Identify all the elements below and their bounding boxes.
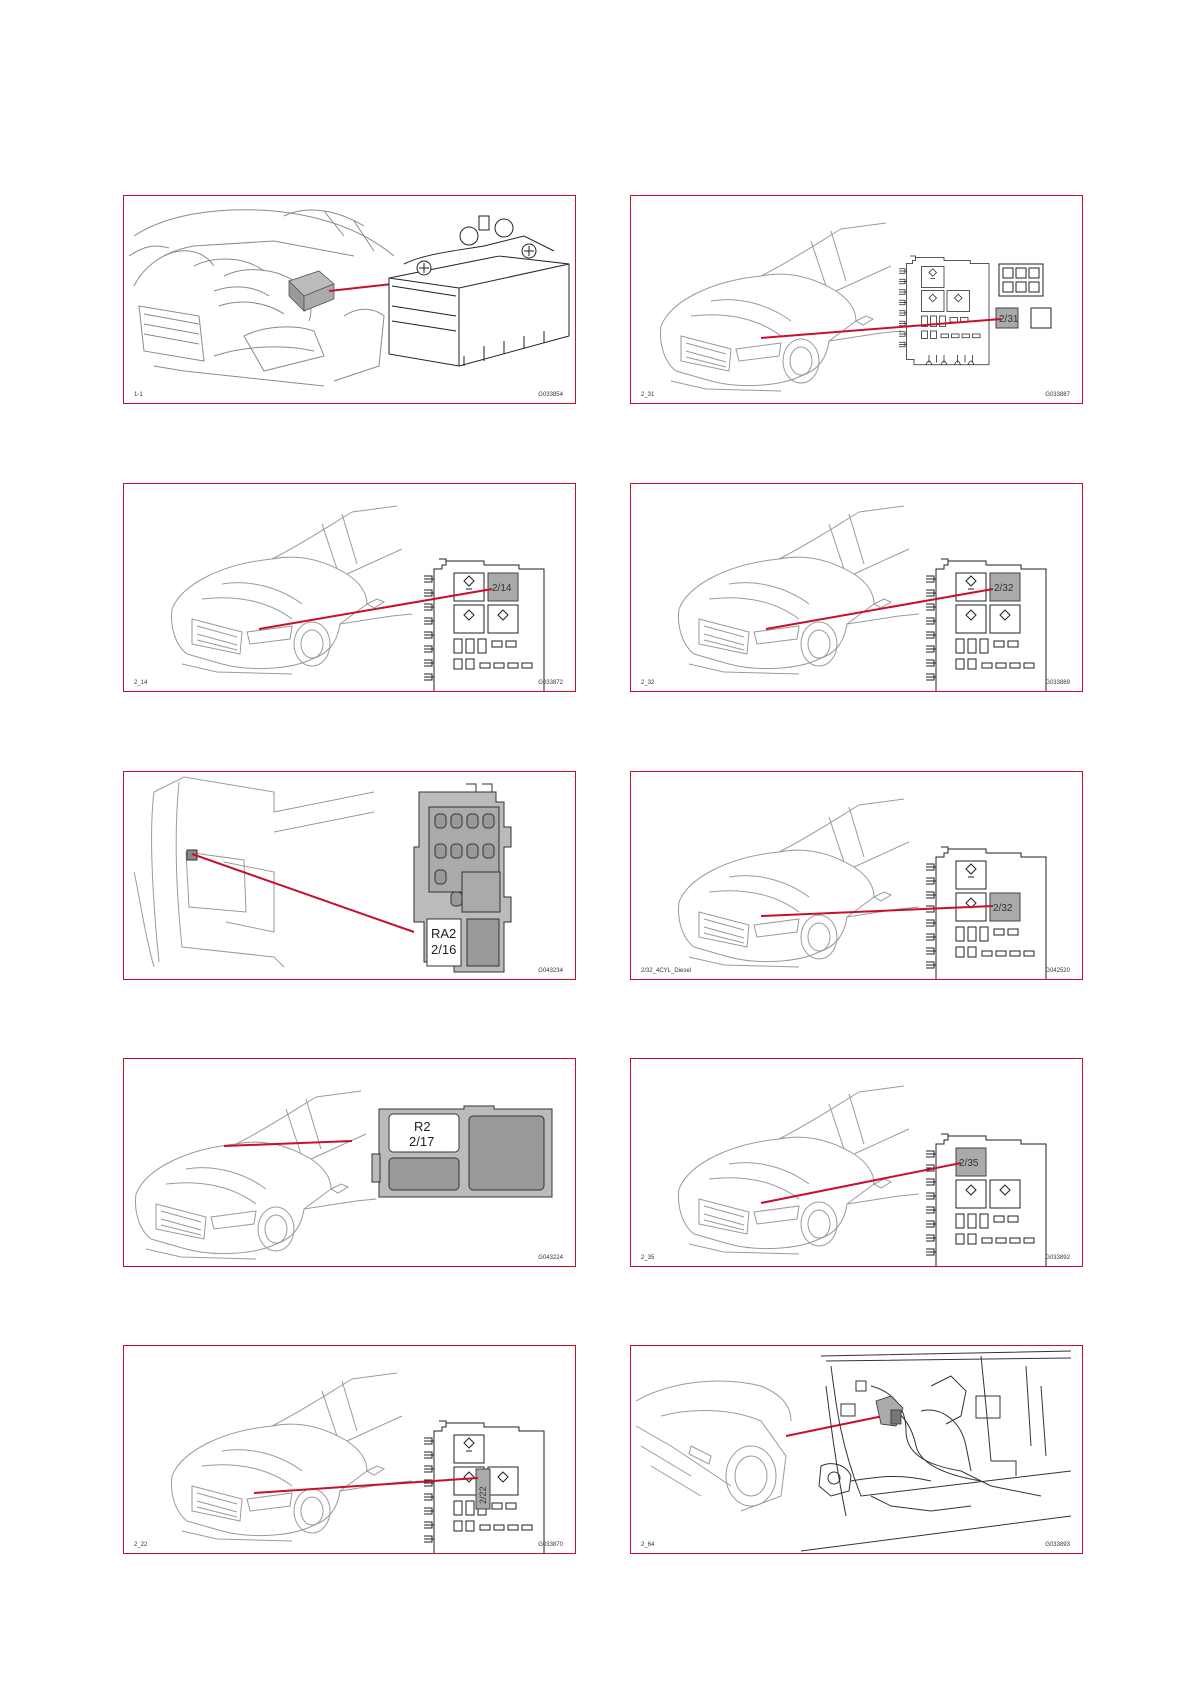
car-fusebox-illustration: 2/35: [631, 1059, 1083, 1267]
car-fusebox-illustration: 2/31: [631, 196, 1083, 404]
figure-caption-left: 2_32: [641, 680, 654, 687]
car-fusebox-illustration: 2/32: [631, 772, 1083, 980]
figure-caption-left: 2_22: [134, 1542, 147, 1549]
car-fusebox-illustration: 2/22: [124, 1346, 576, 1554]
figure-caption-right: G043224: [538, 1255, 563, 1262]
figure-caption-right: G033872: [538, 680, 563, 687]
figure-caption-left: 2/32_4CYL_Diesel: [641, 968, 691, 975]
figure-connector-2-64: 2_64 G033893: [630, 1345, 1083, 1554]
trunk-relay-illustration: RA2 2/16: [124, 772, 576, 980]
figure-caption-left: 2_64: [641, 1542, 654, 1549]
figure-caption-left: 1-1: [134, 392, 143, 399]
relay-label: RA2: [431, 926, 456, 941]
figure-caption-right: G033893: [1045, 1542, 1070, 1549]
relay-label: R2: [414, 1119, 431, 1134]
figure-fuse-2-32: 2/32 2_32 G033889: [630, 483, 1083, 692]
figure-fuse-2-22: 2/22 2_22 G033870: [123, 1345, 576, 1554]
relay-number: 2/17: [409, 1134, 434, 1149]
figure-relay-r2: R2 2/17 G043224: [123, 1058, 576, 1267]
fuse-label: 2/22: [478, 1486, 488, 1504]
figure-caption-left: 2_35: [641, 1255, 654, 1262]
fuse-label: 2/32: [994, 583, 1014, 594]
figure-caption-left: 2_14: [134, 680, 147, 687]
figure-fuse-2-35: 2/35 2_35 G033892: [630, 1058, 1083, 1267]
figure-caption-right: G033854: [538, 392, 563, 399]
figure-caption-right: G033889: [1045, 680, 1070, 687]
figure-caption-right: G033870: [538, 1542, 563, 1549]
figure-caption-right: G043234: [538, 968, 563, 975]
figure-caption-right: G033892: [1045, 1255, 1070, 1262]
relay-number: 2/16: [431, 942, 456, 957]
engine-bay-battery-illustration: [124, 196, 576, 404]
fuse-label: 2/32: [993, 903, 1013, 914]
figure-fuse-2-14: 2/14 2_14 G033872: [123, 483, 576, 692]
figure-battery: 1-1 G033854: [123, 195, 576, 404]
car-fusebox-illustration: 2/14: [124, 484, 576, 692]
figure-caption-left: 2_31: [641, 392, 654, 399]
figure-fuse-2-32-diesel: 2/32 2/32_4CYL_Diesel G042520: [630, 771, 1083, 980]
fuse-label: 2/14: [492, 583, 512, 594]
figure-fuse-2-31: 2/31 2_31 G033887: [630, 195, 1083, 404]
figure-relay-ra2: RA2 2/16 G043234: [123, 771, 576, 980]
fuse-label: 2/35: [959, 1158, 979, 1169]
car-fusebox-illustration: 2/32: [631, 484, 1083, 692]
fuse-label: 2/31: [999, 314, 1019, 325]
figure-caption-right: G033887: [1045, 392, 1070, 399]
car-relay-illustration: R2 2/17: [124, 1059, 576, 1267]
car-connector-illustration: [631, 1346, 1083, 1554]
figure-caption-right: G042520: [1045, 968, 1070, 975]
